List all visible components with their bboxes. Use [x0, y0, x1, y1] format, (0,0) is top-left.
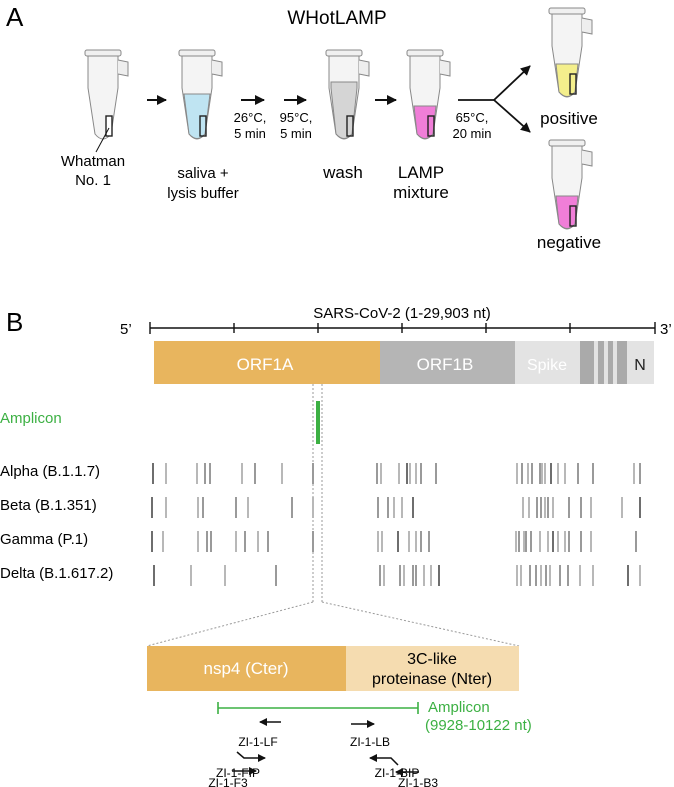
tube-positive [548, 7, 593, 98]
protease-label-line1: 3C-like [407, 651, 457, 668]
zoom-amplicon-bracket [217, 702, 419, 714]
protease-label-line2: proteinase (Nter) [372, 671, 492, 688]
cond2-line1: 95°C, [280, 110, 313, 125]
primer-b3-label: ZI-1-B3 [398, 776, 438, 787]
variant-label-delta: Delta (B.1.617.2) [0, 565, 113, 582]
tube-negative [548, 139, 593, 230]
cond1-line1: 26°C, [234, 110, 267, 125]
tube-lamp [406, 49, 451, 140]
amplicon-label: Amplicon [0, 410, 62, 427]
genome-title: SARS-CoV-2 (1-29,903 nt) [313, 305, 491, 322]
gene-bar: ORF1A ORF1B Spike N [154, 341, 654, 384]
branch-down-arrow [493, 99, 531, 133]
end-5-label: 5’ [120, 321, 132, 338]
whatman-pointer [95, 127, 110, 153]
accessory-gene [608, 341, 613, 384]
zoom-fan-right [321, 601, 520, 647]
accessory-gene [598, 341, 604, 384]
step4-label-line2: mixture [393, 183, 449, 202]
accessory-gene [617, 341, 627, 384]
gene-orf1a [154, 341, 380, 384]
mutation-tracks [151, 463, 641, 586]
panel-a-letter: A [6, 2, 24, 32]
gene-orf1a-label: ORF1A [237, 355, 294, 374]
step3-label: wash [322, 163, 363, 182]
nsp4-label: nsp4 (Cter) [203, 659, 288, 678]
variant-label-alpha: Alpha (B.1.1.7) [0, 463, 100, 480]
gene-n-label: N [634, 357, 646, 374]
zoom-amplicon-range: (9928-10122 nt) [425, 717, 532, 734]
negative-label: negative [537, 233, 601, 252]
variant-label-gamma: Gamma (P.1) [0, 531, 88, 548]
step2-label-line1: saliva + [177, 165, 229, 182]
variant-label-beta: Beta (B.1.351) [0, 497, 97, 514]
primer-f3-label: ZI-1-F3 [208, 776, 248, 787]
zoom-nsp4 [147, 646, 346, 691]
tube-lysis [178, 49, 223, 140]
gene-orf1b-label: ORF1B [417, 355, 474, 374]
cond3-line2: 20 min [452, 126, 491, 141]
tube-whatman [84, 49, 129, 140]
zoom-amplicon-label: Amplicon [428, 699, 490, 716]
positive-label: positive [540, 109, 598, 128]
accessory-gene [580, 341, 594, 384]
panel-a-title: WHotLAMP [287, 8, 386, 29]
amplicon-mark [316, 401, 320, 444]
genome-ticks [149, 322, 656, 334]
cond1-line2: 5 min [234, 126, 266, 141]
primer-lb-label: ZI-1-LB [350, 735, 390, 749]
step4-label-line1: LAMP [398, 163, 444, 182]
cond3-line1: 65°C, [456, 110, 489, 125]
step1-label-line1: Whatman [61, 153, 125, 170]
zoom-fan-left [146, 601, 314, 647]
tube-wash [325, 49, 370, 140]
step2-label-line2: lysis buffer [167, 185, 238, 202]
primer-lf-label: ZI-1-LF [238, 735, 277, 749]
primer-fip-arrow [236, 751, 266, 762]
zoom-protease [346, 646, 519, 691]
end-3-label: 3’ [660, 321, 672, 338]
gene-orf1b [380, 341, 515, 384]
gene-spike [515, 341, 578, 384]
panel-b-letter: B [6, 307, 23, 337]
step1-label-line2: No. 1 [75, 172, 111, 189]
primer-bip-arrow [369, 754, 399, 766]
cond2-line2: 5 min [280, 126, 312, 141]
branch-up-arrow [493, 65, 531, 101]
gene-spike-label: Spike [527, 357, 567, 374]
